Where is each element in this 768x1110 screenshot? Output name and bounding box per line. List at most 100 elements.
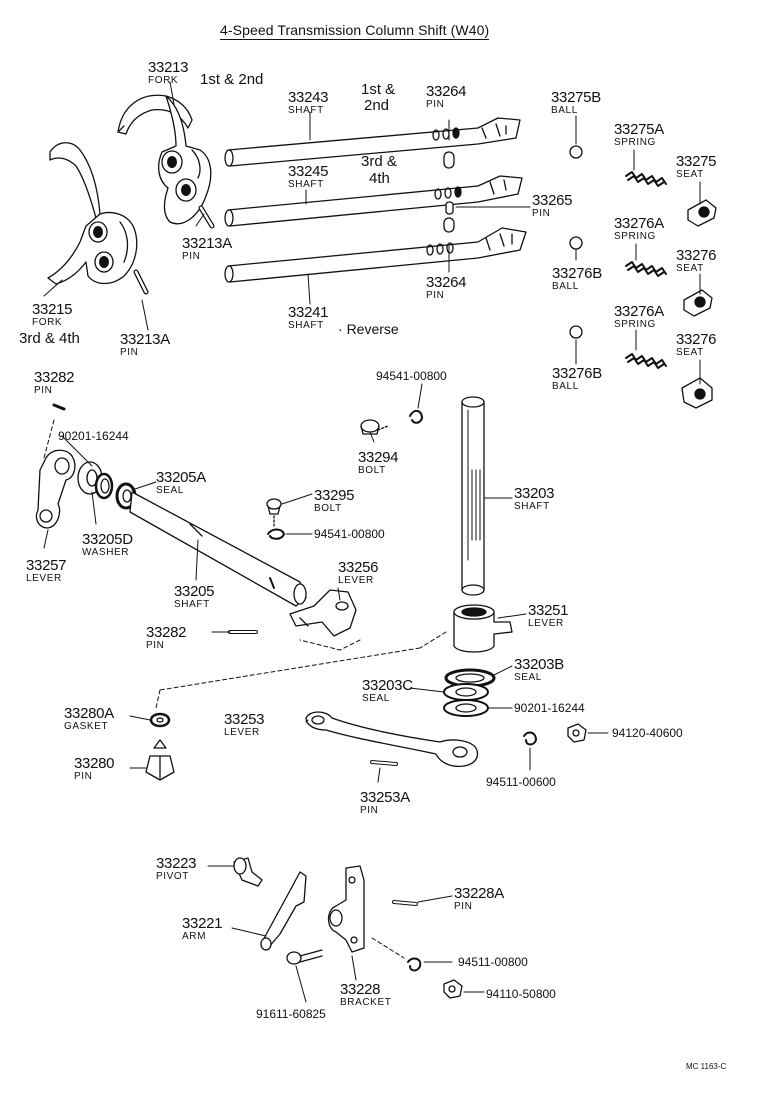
- lever-33251: [453, 604, 513, 653]
- washer-90201-upper: [94, 472, 114, 500]
- spring-33276a-lower: [625, 353, 667, 369]
- label-94120: 94120-40600: [612, 726, 683, 740]
- seat-33276-lower: [681, 377, 713, 409]
- ball-33275b: [569, 145, 583, 159]
- pivot-33223: [233, 857, 263, 887]
- seat-33275: [687, 199, 717, 227]
- pin-33264-lower: [443, 217, 455, 233]
- reference-code: MC 1163-C: [686, 1062, 727, 1071]
- label-94541-lower: 94541-00800: [314, 527, 385, 541]
- spring-33275a: [625, 171, 667, 187]
- label-91611: 91611-60825: [256, 1007, 326, 1021]
- pin-33265: [445, 201, 454, 215]
- label-94511-upper: 94511-00600: [486, 775, 556, 789]
- bolt-33295: [266, 498, 282, 527]
- note-reverse: · Reverse: [338, 321, 399, 337]
- note-3rd-4th-fork: 3rd & 4th: [19, 330, 80, 347]
- shaft-33205: [129, 491, 307, 607]
- pin-33282-upper: [52, 403, 66, 411]
- label-94511-lower: 94511-00800: [458, 955, 528, 969]
- washer-94511-lower: [407, 957, 422, 972]
- gasket-33280a: [149, 712, 171, 728]
- note-2nd: 2nd: [364, 97, 390, 114]
- pin-33264-upper: [443, 151, 455, 169]
- label-90201-upper: 90201-16244: [58, 429, 129, 443]
- note-1st: 1st &: [361, 81, 396, 98]
- washer-94541-upper: [409, 410, 423, 424]
- label-94110: 94110-50800: [486, 987, 556, 1001]
- shaft-33241: [224, 227, 527, 283]
- fork-1st-2nd: [117, 94, 212, 225]
- bracket-33228: [327, 865, 365, 953]
- note-3rd: 3rd &: [361, 153, 397, 170]
- arm-33221: [260, 871, 307, 951]
- nut-94110: [443, 979, 463, 999]
- washer-90201-lower: [443, 699, 489, 717]
- bolt-33294: [360, 419, 389, 435]
- label-90201-lower: 90201-16244: [514, 701, 585, 715]
- shaft-33243: [224, 117, 521, 167]
- washer-94511-upper: [523, 731, 537, 746]
- note-4th: 4th: [369, 170, 390, 187]
- shaft-33245: [224, 175, 523, 227]
- bolt-91611: [286, 949, 323, 965]
- nut-94120: [567, 723, 587, 743]
- diagram-title: 4-Speed Transmission Column Shift (W40): [220, 22, 490, 40]
- seal-33203c: [443, 683, 489, 701]
- pin-33280: [145, 739, 175, 781]
- lever-33253: [305, 711, 479, 768]
- lever-33257: [35, 449, 76, 529]
- ball-33276b-lower: [569, 325, 583, 339]
- note-1st-2nd: 1st & 2nd: [200, 71, 264, 88]
- ball-33276b-upper: [569, 236, 583, 250]
- shaft-33203: [461, 396, 485, 596]
- fork-3rd-4th: [47, 142, 138, 285]
- label-94541-upper: 94541-00800: [376, 369, 447, 383]
- lever-33256: [289, 589, 357, 637]
- washer-94541-lower: [267, 528, 285, 540]
- seat-33276-upper: [683, 289, 713, 317]
